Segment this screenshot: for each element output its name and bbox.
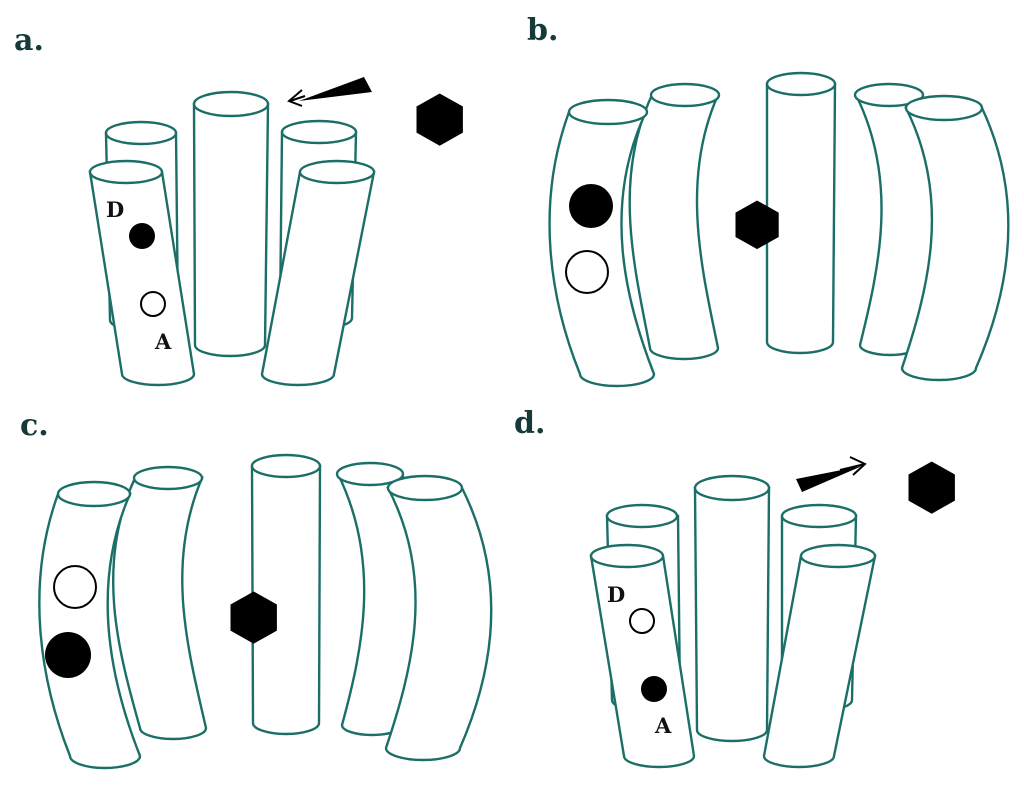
arrow-a-icon bbox=[287, 77, 372, 107]
donor-label-a: D bbox=[106, 197, 124, 222]
helix-c-left-outer bbox=[38, 480, 142, 770]
panel-label-d: d. bbox=[514, 406, 545, 441]
helix-d-front-right bbox=[762, 543, 877, 769]
helix-b-center bbox=[765, 71, 837, 355]
panel-label-b: b. bbox=[527, 13, 558, 48]
helix-c-right-outer bbox=[384, 474, 493, 762]
panel-c: c. bbox=[20, 408, 493, 770]
acceptor-label-d: A bbox=[654, 713, 672, 738]
molecule-d-icon bbox=[908, 418, 981, 514]
helix-d-center bbox=[693, 474, 771, 743]
acceptor-site-c bbox=[45, 632, 91, 678]
helix-a-front-left bbox=[88, 159, 196, 387]
acceptor-site-d bbox=[641, 676, 667, 702]
donor-site-a bbox=[129, 223, 155, 249]
donor-site-d bbox=[629, 608, 655, 634]
arrow-d-icon bbox=[796, 456, 867, 492]
helix-b-left-outer bbox=[548, 98, 656, 388]
acceptor-site-a bbox=[140, 291, 166, 317]
panel-b: b. bbox=[527, 13, 1010, 388]
donor-site-b bbox=[569, 184, 613, 228]
acceptor-site-b bbox=[565, 250, 609, 294]
panel-label-a: a. bbox=[14, 23, 44, 58]
panel-d: d. D A bbox=[514, 406, 981, 769]
helix-b-right-outer bbox=[900, 94, 1010, 382]
helix-d-front-left bbox=[589, 543, 696, 769]
molecule-a-icon bbox=[416, 50, 489, 146]
panel-label-c: c. bbox=[20, 408, 49, 443]
helix-c-left-inner bbox=[111, 465, 208, 741]
acceptor-label-a: A bbox=[154, 329, 172, 354]
helix-b-left-inner bbox=[628, 82, 721, 361]
panel-a: a. D A bbox=[14, 23, 489, 387]
helix-a-front-right bbox=[260, 159, 376, 387]
donor-site-c bbox=[53, 565, 97, 609]
helix-a-center bbox=[192, 90, 270, 358]
helix-c-center bbox=[250, 453, 322, 736]
donor-label-d: D bbox=[607, 582, 625, 607]
